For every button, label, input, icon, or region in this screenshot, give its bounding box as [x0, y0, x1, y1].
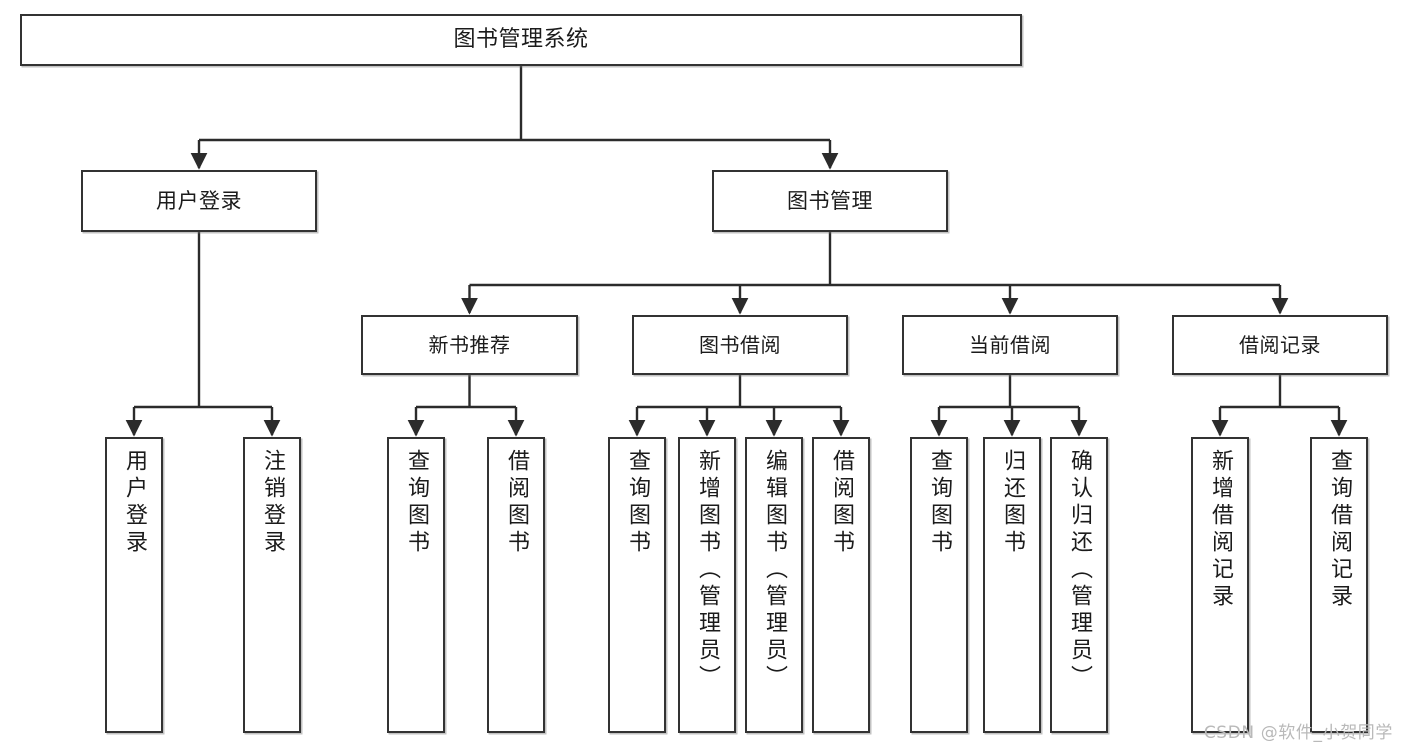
node-leaf-borrow-query[interactable]: 查询图书: [608, 437, 666, 733]
node-label: 借阅记录: [1239, 332, 1321, 357]
edge-group: [125, 66, 1348, 437]
node-leaf-cur-confirm[interactable]: 确认归还（管理员）: [1050, 437, 1108, 733]
node-label: 新增图书（管理员）: [695, 449, 720, 692]
node-label: 查询图书: [927, 449, 952, 557]
node-new-book-rec[interactable]: 新书推荐: [361, 315, 578, 375]
node-label: 用户登录: [122, 449, 147, 557]
node-label: 当前借阅: [969, 332, 1051, 357]
node-leaf-borrow-lend[interactable]: 借阅图书: [812, 437, 870, 733]
node-label: 归还图书: [1000, 449, 1025, 557]
node-label: 编辑图书（管理员）: [762, 449, 787, 692]
node-leaf-rec-query[interactable]: 查询图书: [387, 437, 445, 733]
node-label: 借阅图书: [829, 449, 854, 557]
node-label: 借阅图书: [504, 449, 529, 557]
node-book-manage[interactable]: 图书管理: [712, 170, 948, 232]
node-borrow-record[interactable]: 借阅记录: [1172, 315, 1388, 375]
node-leaf-rec-query2[interactable]: 查询借阅记录: [1310, 437, 1368, 733]
node-label: 查询图书: [625, 449, 650, 557]
node-label: 图书借阅: [699, 332, 781, 357]
node-leaf-user-login[interactable]: 用户登录: [105, 437, 163, 733]
node-label: 图书管理系统: [453, 27, 589, 53]
node-label: 新增借阅记录: [1208, 449, 1233, 611]
node-current-borrow[interactable]: 当前借阅: [902, 315, 1118, 375]
node-leaf-rec-add[interactable]: 新增借阅记录: [1191, 437, 1249, 733]
node-leaf-rec-borrow[interactable]: 借阅图书: [487, 437, 545, 733]
node-leaf-user-logout[interactable]: 注销登录: [243, 437, 301, 733]
node-label: 用户登录: [156, 188, 242, 213]
node-user-login[interactable]: 用户登录: [81, 170, 317, 232]
node-leaf-cur-return[interactable]: 归还图书: [983, 437, 1041, 733]
node-leaf-cur-query[interactable]: 查询图书: [910, 437, 968, 733]
node-leaf-borrow-edit[interactable]: 编辑图书（管理员）: [745, 437, 803, 733]
node-label: 查询图书: [404, 449, 429, 557]
node-label: 图书管理: [787, 188, 873, 213]
node-root[interactable]: 图书管理系统: [20, 14, 1022, 66]
node-label: 注销登录: [260, 449, 285, 557]
node-book-borrow[interactable]: 图书借阅: [632, 315, 848, 375]
node-leaf-borrow-add[interactable]: 新增图书（管理员）: [678, 437, 736, 733]
node-label: 确认归还（管理员）: [1067, 449, 1092, 692]
node-label: 新书推荐: [428, 332, 511, 357]
node-label: 查询借阅记录: [1327, 449, 1352, 611]
